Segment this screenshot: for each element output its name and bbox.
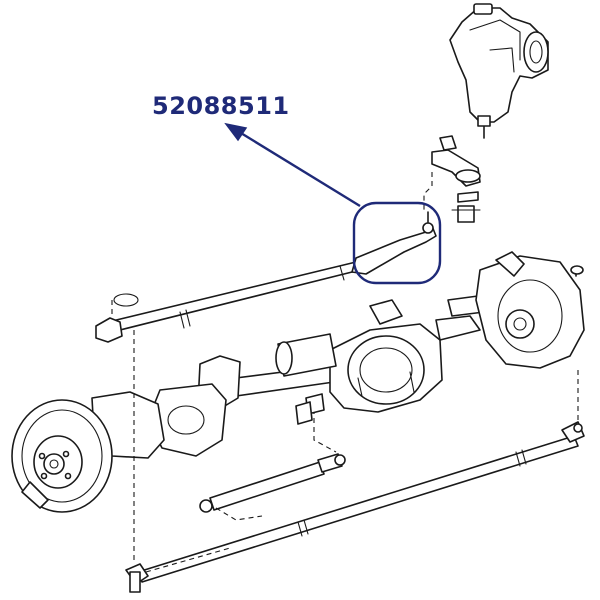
callout-highlight bbox=[224, 122, 442, 285]
drag-link bbox=[95, 211, 437, 343]
steering-gear-box bbox=[449, 3, 549, 139]
part-number-label: 52088511 bbox=[152, 92, 290, 120]
pitman-arm bbox=[431, 135, 481, 223]
steering-damper bbox=[199, 453, 346, 513]
right-knuckle bbox=[475, 251, 585, 369]
front-axle-housing bbox=[219, 295, 485, 413]
left-knuckle bbox=[91, 355, 241, 459]
left-hub-rotor bbox=[11, 399, 113, 513]
tie-rod bbox=[125, 421, 585, 593]
